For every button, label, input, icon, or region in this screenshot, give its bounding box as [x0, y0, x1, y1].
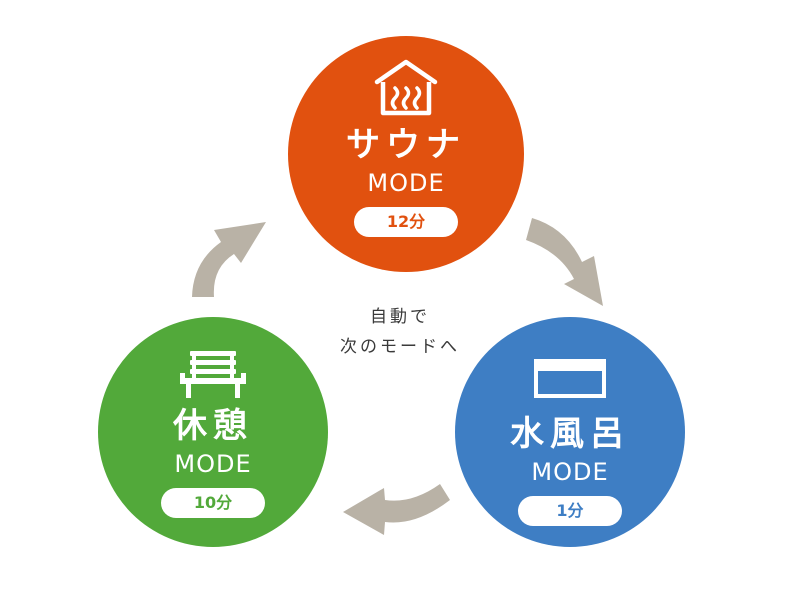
rest-mode-title: 休憩 [173, 406, 253, 446]
sauna-mode-title: サウナ [346, 125, 466, 165]
bench-icon [180, 351, 246, 398]
cold-bath-mode-label: MODE [531, 458, 609, 486]
cold-bath-icon [534, 359, 606, 398]
arrow-sauna-to-water [526, 218, 603, 306]
rest-duration-badge: 10分 [161, 488, 265, 518]
caption-line-2: 次のモードへ [340, 337, 460, 357]
auto-advance-caption: 自動で 次のモードへ [300, 302, 500, 362]
cold-bath-mode-circle: 水風呂 MODE 1分 [455, 317, 685, 547]
caption-line-1: 自動で [370, 307, 430, 327]
cold-bath-duration-badge: 1分 [518, 496, 622, 526]
arrow-water-to-rest [343, 484, 450, 535]
rest-mode-label: MODE [174, 450, 252, 478]
sauna-duration-badge: 12分 [354, 207, 458, 237]
rest-mode-circle: 休憩 MODE 10分 [98, 317, 328, 547]
sauna-mode-label: MODE [367, 169, 445, 197]
cold-bath-mode-title: 水風呂 [510, 414, 630, 454]
arrow-rest-to-sauna [192, 222, 266, 297]
sauna-mode-circle: サウナ MODE 12分 [288, 36, 524, 272]
sauna-icon [374, 59, 438, 116]
